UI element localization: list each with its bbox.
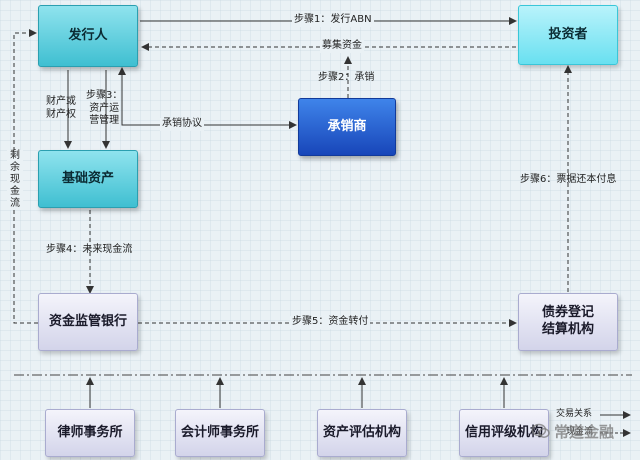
label-residual-cashflow: 剩余现金流: [7, 150, 23, 210]
arrow-underwriting-agreement: [121, 70, 297, 129]
label-step1: 步骤1：发行ABN: [292, 14, 374, 27]
node-law-firm: 律师事务所: [45, 409, 135, 457]
label-property-rights: 财产或 财产权: [46, 96, 76, 120]
node-issuer: 发行人: [38, 5, 138, 67]
watermark-text: 常道金融: [554, 423, 615, 441]
node-accounting-firm: 会计师事务所: [175, 409, 265, 457]
label-raise-funds: 募集资金: [320, 40, 364, 53]
legend-cashflow: 现金流: [566, 427, 594, 437]
label-step3: 步骤3： 资产运 营管理: [86, 90, 123, 126]
wechat-icon: [532, 423, 550, 438]
node-registrar: 债券登记 结算机构: [518, 293, 618, 351]
node-base-assets: 基础资产: [38, 150, 138, 208]
node-underwriter: 承销商: [298, 98, 396, 156]
node-investor: 投资者: [518, 5, 618, 65]
label-step5: 步骤5：资金转付: [290, 316, 371, 329]
label-step4: 步骤4：未来现金流: [46, 244, 133, 255]
label-underwriting-agreement: 承销协议: [160, 118, 204, 131]
node-custody-bank: 资金监管银行: [38, 293, 138, 351]
label-step6: 步骤6：票据还本付息: [520, 174, 617, 185]
node-appraisal: 资产评估机构: [317, 409, 407, 457]
label-step2: 步骤2：承销: [318, 72, 375, 83]
legend-transaction: 交易关系: [556, 409, 593, 419]
